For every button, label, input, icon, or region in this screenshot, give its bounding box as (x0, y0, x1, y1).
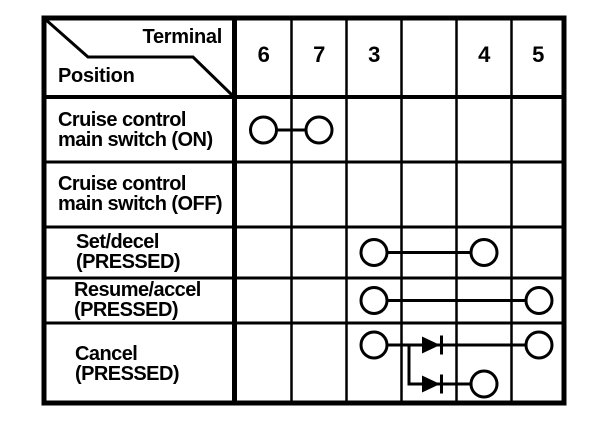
column-grid-lines (290, 16, 513, 404)
diode-triangle (422, 336, 440, 354)
terminal-header-3: 3 (368, 42, 380, 67)
terminal-header-5: 5 (532, 42, 544, 67)
row-label-main-switch-on: Cruise control main switch (ON) (58, 109, 213, 151)
terminal-circle-4 (469, 238, 499, 267)
header-diagonal-divider (44, 17, 234, 97)
row-grid-lines (42, 160, 566, 325)
corner-position-label: Position (58, 65, 135, 87)
terminal-header-blank (402, 44, 456, 66)
table-outer-border (41, 15, 567, 406)
terminal-header-4: 4 (478, 42, 490, 67)
terminal-circle-3 (359, 238, 389, 267)
terminal-circle-3 (359, 286, 389, 315)
terminal-circle-6 (249, 115, 278, 145)
connection-on-6-7 (249, 115, 334, 145)
terminal-circle-4 (469, 369, 499, 399)
terminal-circle-7 (304, 115, 334, 145)
diode-triangle (422, 375, 440, 393)
row-label-cancel: Cancel (PRESSED) (75, 343, 180, 385)
diode-icon (422, 335, 443, 355)
row-label-main-switch-off: Cruise control main switch (OFF) (58, 173, 223, 215)
row-label-set-decel: Set/decel (PRESSED) (76, 231, 181, 273)
terminal-header-6: 6 (257, 42, 270, 67)
terminal-circle-5 (524, 286, 554, 315)
branch-line (407, 345, 471, 386)
corner-terminal-label: Terminal (142, 26, 223, 48)
connection-set-3-4 (359, 238, 499, 267)
terminal-circle-3 (359, 330, 389, 360)
connection-cancel-3-5 (359, 330, 554, 360)
row-label-resume-accel: Resume/accel (PRESSED) (74, 279, 201, 321)
connection-cancel-3-4 (407, 345, 499, 399)
terminal-header-7: 7 (313, 42, 325, 67)
terminal-circle-5 (524, 330, 554, 360)
diode-icon (422, 374, 443, 394)
connection-resume-3-5 (359, 286, 554, 315)
